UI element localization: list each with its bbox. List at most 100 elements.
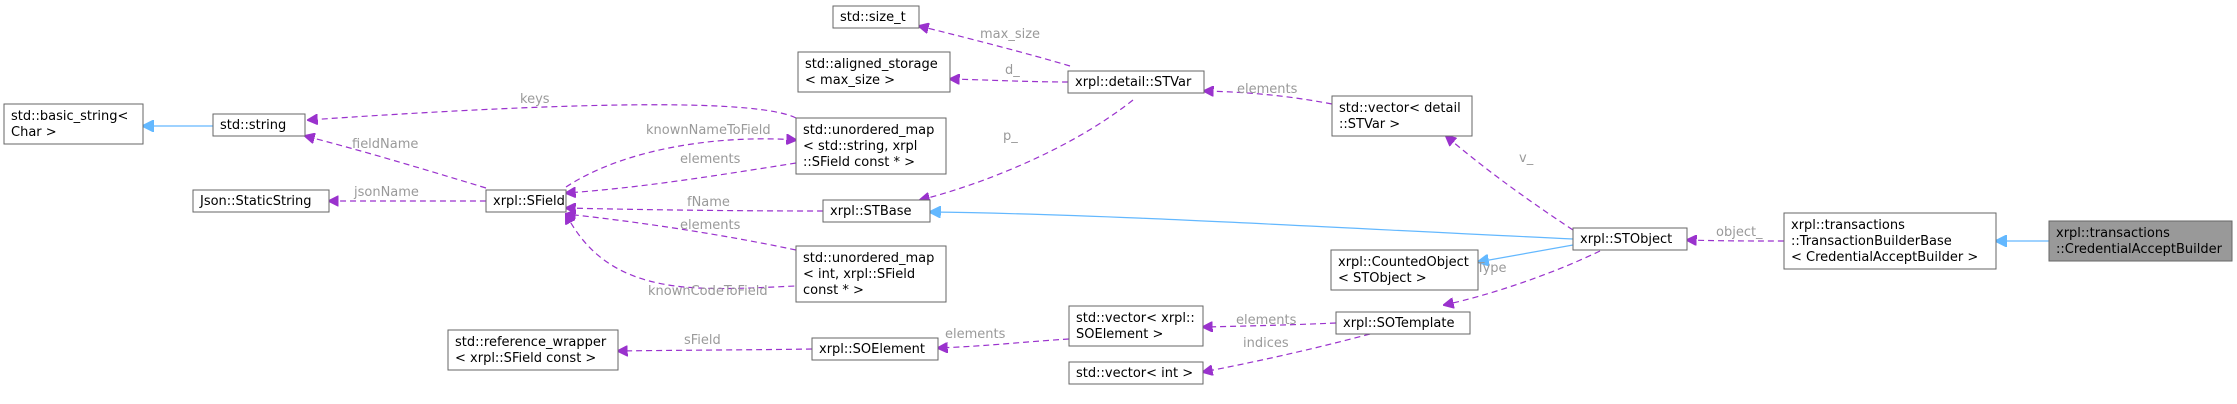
- node-box: [1335, 311, 1471, 335]
- node-box: [822, 199, 931, 223]
- node-builder-base[interactable]: xrpl::transactions::TransactionBuilderBa…: [1783, 212, 1997, 270]
- node-counted-object[interactable]: xrpl::CountedObject< STObject >: [1330, 249, 1479, 291]
- edge-label-fieldname: fieldName: [352, 137, 418, 152]
- edge-stbase-to-stobject: [930, 212, 1574, 240]
- node-credential-accept[interactable]: xrpl::transactions::CredentialAcceptBuil…: [2048, 220, 2233, 262]
- node-label-line: std::string: [220, 118, 286, 133]
- edge-label-known-code: knownCodeToField: [648, 284, 768, 299]
- edge-elements-umap1: [566, 162, 797, 193]
- node-label-line: std::vector< int >: [1076, 366, 1193, 381]
- node-label-line: < int, xrpl::SField: [803, 267, 915, 282]
- edge-known-code: [566, 214, 797, 290]
- node-box: [192, 189, 330, 213]
- node-label-line: std::size_t: [840, 10, 906, 25]
- node-box: [1572, 227, 1688, 251]
- node-stbase[interactable]: xrpl::STBase: [822, 199, 931, 223]
- edge-label-elements-stvar: elements: [1237, 82, 1298, 97]
- node-label-line: xrpl::transactions: [1791, 218, 1905, 233]
- node-label-line: < max_size >: [805, 73, 895, 88]
- node-sfield[interactable]: xrpl::SField: [485, 189, 567, 213]
- node-label-line: < std::string, xrpl: [803, 139, 917, 154]
- node-box: [811, 337, 939, 361]
- node-stobject[interactable]: xrpl::STObject: [1572, 227, 1688, 251]
- node-label-line: ::TransactionBuilderBase: [1791, 234, 1952, 249]
- node-label-line: xrpl::STObject: [1580, 232, 1672, 247]
- node-label-line: std::aligned_storage: [805, 57, 938, 72]
- edge-fieldname: [305, 136, 487, 189]
- node-label-line: std::basic_string<: [11, 109, 128, 124]
- node-box: [832, 5, 920, 29]
- node-box: [1330, 249, 1479, 291]
- node-label-line: std::unordered_map: [803, 251, 934, 266]
- edge-label-p: p_: [1003, 129, 1018, 144]
- edge-label-d: d_: [1005, 63, 1020, 78]
- edge-elements-stvar: [1204, 91, 1333, 105]
- node-umap-int[interactable]: std::unordered_map< int, xrpl::SFieldcon…: [795, 245, 947, 303]
- node-vector-stvar[interactable]: std::vector< detail::STVar >: [1331, 95, 1473, 137]
- node-box: [3, 103, 144, 145]
- edge-elements-umap2: [566, 214, 797, 251]
- edge-label-elements-soelement: elements: [945, 327, 1006, 342]
- node-box: [485, 189, 567, 213]
- node-label-line: xrpl::transactions: [2056, 226, 2170, 241]
- edge-fname: [566, 208, 824, 211]
- edge-elements-soelement: [938, 338, 1070, 348]
- node-label-line: < CredentialAcceptBuilder >: [1791, 250, 1978, 265]
- edge-label-v: v_: [1519, 151, 1534, 166]
- node-sotemplate[interactable]: xrpl::SOTemplate: [1335, 311, 1471, 335]
- node-vector-int[interactable]: std::vector< int >: [1068, 361, 1204, 385]
- edge-label-elements-vector-soelement: elements: [1236, 313, 1297, 328]
- edge-label-elements-umap2: elements: [680, 218, 741, 233]
- edges: [143, 26, 2049, 372]
- node-soelement[interactable]: xrpl::SOElement: [811, 337, 939, 361]
- node-label-line: xrpl::SField: [493, 194, 565, 209]
- node-label-line: xrpl::detail::STVar: [1075, 75, 1192, 90]
- node-box: [212, 113, 306, 137]
- node-label-line: std::vector< detail: [1339, 101, 1461, 116]
- node-box: [1068, 305, 1204, 347]
- node-umap-string[interactable]: std::unordered_map< std::string, xrpl::S…: [795, 117, 947, 175]
- edge-max-size: [919, 26, 1071, 67]
- node-box: [1783, 212, 1997, 270]
- node-label-line: xrpl::CountedObject: [1338, 255, 1469, 270]
- edge-label-keys: keys: [520, 92, 550, 107]
- node-label-line: std::reference_wrapper: [455, 335, 607, 350]
- edge-label-elements-umap1: elements: [680, 152, 741, 167]
- node-label-line: ::STVar >: [1339, 117, 1400, 132]
- edge-indices: [1203, 333, 1371, 372]
- node-label-line: Json::StaticString: [199, 194, 312, 209]
- node-label-line: SOElement >: [1076, 327, 1163, 342]
- edge-v: [1446, 136, 1574, 231]
- node-box: [2048, 220, 2233, 262]
- edge-label-fname: fName: [687, 195, 730, 210]
- edge-label-sfield: sField: [684, 333, 721, 348]
- node-label-line: Char >: [11, 125, 57, 140]
- node-box: [795, 245, 947, 303]
- node-basic-string[interactable]: std::basic_string<Char >: [3, 103, 144, 145]
- node-label-line: ::CredentialAcceptBuilder: [2056, 242, 2223, 257]
- nodes: std::size_t std::aligned_storage< max_si…: [3, 5, 2233, 385]
- node-stvar[interactable]: xrpl::detail::STVar: [1067, 70, 1205, 94]
- edge-sfield-refwrap: [618, 349, 813, 351]
- edge-object: [1687, 240, 1785, 241]
- node-vector-soelement[interactable]: std::vector< xrpl::SOElement >: [1068, 305, 1204, 347]
- edge-label-indices: indices: [1243, 336, 1289, 351]
- node-label-line: xrpl::STBase: [830, 204, 912, 219]
- node-label-line: xrpl::SOTemplate: [1343, 316, 1454, 331]
- node-box: [1331, 95, 1473, 137]
- node-refwrap[interactable]: std::reference_wrapper< xrpl::SField con…: [447, 329, 619, 371]
- node-static-string[interactable]: Json::StaticString: [192, 189, 330, 213]
- node-label-line: < STObject >: [1338, 271, 1427, 286]
- edge-label-jsonname: jsonName: [353, 185, 419, 200]
- node-box: [1067, 70, 1205, 94]
- node-size-t[interactable]: std::size_t: [832, 5, 920, 29]
- node-box: [1068, 361, 1204, 385]
- node-aligned-storage[interactable]: std::aligned_storage< max_size >: [797, 51, 951, 93]
- node-label-line: const * >: [803, 283, 864, 298]
- edge-elements-vector-soelement: [1203, 323, 1337, 327]
- edge-mtype: [1444, 250, 1601, 305]
- edge-known-name: [565, 139, 796, 188]
- node-string[interactable]: std::string: [212, 113, 306, 137]
- node-box: [447, 329, 619, 371]
